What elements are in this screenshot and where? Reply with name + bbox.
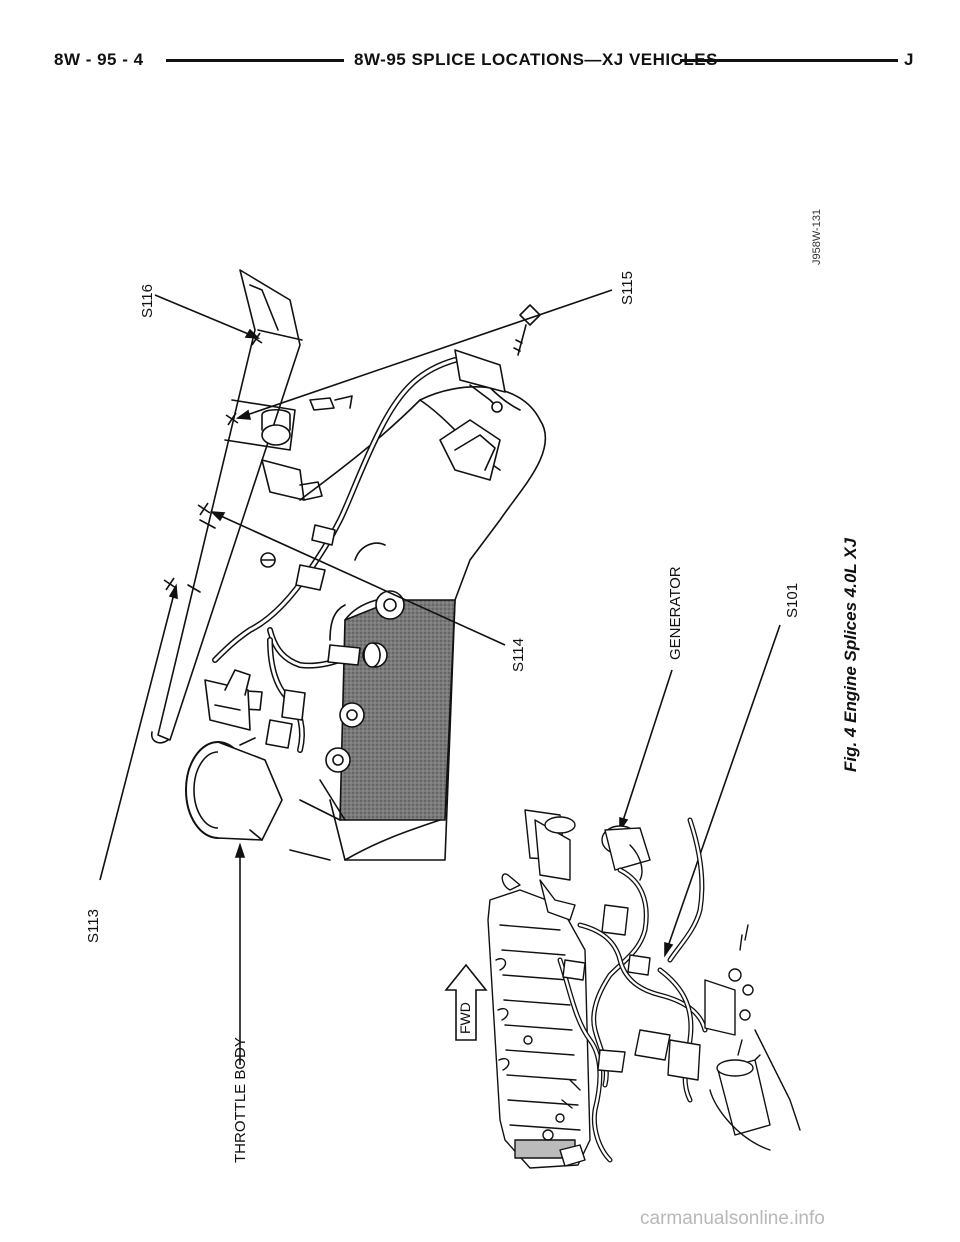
section-title: 8W-95 SPLICE LOCATIONS—XJ VEHICLES — [354, 44, 718, 76]
page-header: 8W - 95 - 4 8W-95 SPLICE LOCATIONS—XJ VE… — [54, 44, 916, 76]
page-number: 8W - 95 - 4 — [54, 44, 144, 76]
callout-s116: S116 — [139, 284, 156, 318]
engine-main-view — [150, 269, 547, 861]
watermark: carmanualsonline.info — [640, 1208, 825, 1229]
header-rule-left — [166, 59, 344, 62]
engine-overview — [487, 809, 801, 1169]
drawing-code: J958W-131 — [811, 209, 823, 265]
callout-s114: S114 — [510, 638, 527, 672]
edition-letter: J — [904, 44, 914, 76]
callout-s101: S101 — [784, 583, 801, 618]
figure-caption: Fig. 4 Engine Splices 4.0L XJ — [841, 537, 860, 772]
leader-lines — [99, 289, 781, 1065]
fwd-arrow: FWD — [444, 963, 488, 1041]
callout-generator: GENERATOR — [667, 566, 684, 660]
fwd-label: FWD — [457, 1002, 473, 1034]
callout-throttle-body: THROTTLE BODY — [232, 1037, 249, 1163]
callout-s115: S115 — [619, 271, 636, 305]
header-rule-right — [680, 59, 898, 62]
callout-s113: S113 — [85, 909, 102, 943]
